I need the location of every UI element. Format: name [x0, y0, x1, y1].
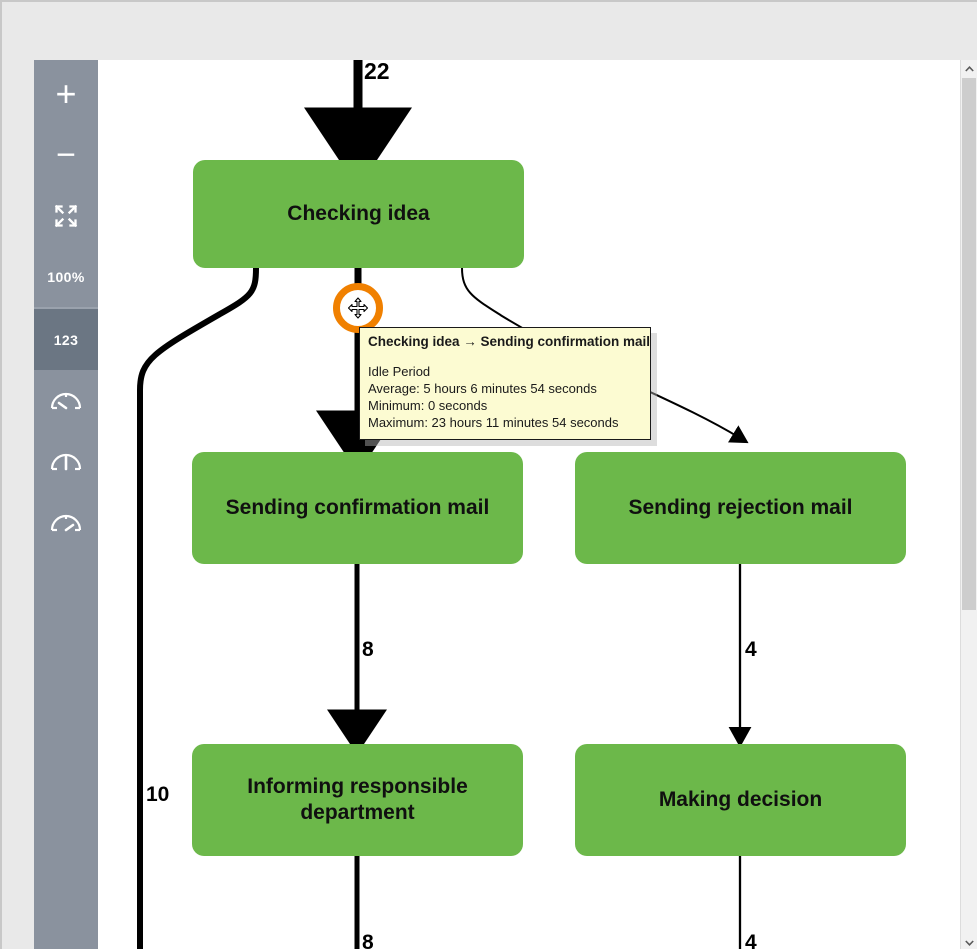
edge-metrics-tooltip: Checking idea → Sending confirmation mai… — [359, 327, 651, 440]
tooltip-maximum: Maximum: 23 hours 11 minutes 54 seconds — [368, 415, 619, 431]
edge-drag-handle[interactable] — [333, 283, 383, 333]
plus-icon: + — [55, 72, 77, 114]
chevron-up-icon — [964, 65, 974, 72]
scrollbar-thumb[interactable] — [962, 78, 976, 610]
node-label: Informing responsible department — [247, 774, 468, 824]
toolbar-divider — [34, 307, 98, 309]
scroll-up-arrow-icon[interactable] — [961, 60, 977, 77]
tooltip-average: Average: 5 hours 6 minutes 54 seconds — [368, 381, 597, 397]
node-label: Checking idea — [287, 201, 430, 225]
node-label: Sending confirmation mail — [225, 495, 490, 519]
node-label: Making decision — [658, 787, 823, 811]
gauge-right-icon — [50, 514, 82, 531]
zoom-level-button[interactable]: 100% — [34, 246, 98, 307]
zoom-in-button[interactable]: + — [34, 63, 98, 124]
canvas-toolbar: + − 100% 123 — [34, 60, 98, 949]
zoom-out-button[interactable]: − — [34, 124, 98, 185]
gauge-up-icon — [50, 453, 82, 470]
edge-label-making-decision-outgoing: 4 — [745, 931, 757, 949]
edge-label-start-to-checking-idea: 22 — [364, 60, 390, 84]
scroll-down-arrow-icon[interactable] — [961, 934, 977, 949]
node-sending-confirmation-mail[interactable]: Sending confirmation mail — [192, 452, 523, 564]
numbers-123-icon: 123 — [53, 331, 79, 348]
node-sending-rejection-mail[interactable]: Sending rejection mail — [575, 452, 906, 564]
chevron-down-icon — [964, 939, 974, 946]
metric-frequency-button[interactable]: 123 — [34, 309, 98, 370]
move-cursor-icon — [347, 297, 369, 319]
diagram-canvas[interactable]: Checking idea Sending confirmation mail … — [34, 60, 963, 949]
edge-label-confirmation-to-informing: 8 — [362, 638, 374, 661]
node-label: Sending rejection mail — [628, 495, 853, 519]
metric-gauge-mid-button[interactable] — [34, 431, 98, 492]
zoom-percent-label: 100% — [47, 268, 85, 285]
node-informing-responsible-department[interactable]: Informing responsible department — [192, 744, 523, 856]
fit-to-screen-button[interactable] — [34, 185, 98, 246]
edge-label-informing-outgoing: 8 — [362, 931, 374, 949]
tooltip-metric-name: Idle Period — [368, 364, 431, 379]
node-making-decision[interactable]: Making decision — [575, 744, 906, 856]
gauge-left-icon — [50, 392, 82, 409]
vertical-scrollbar[interactable] — [960, 60, 977, 949]
node-checking-idea[interactable]: Checking idea — [193, 160, 524, 268]
edge-label-rejection-to-making-decision: 4 — [745, 638, 757, 661]
metric-gauge-low-button[interactable] — [34, 370, 98, 431]
fit-screen-icon — [54, 204, 78, 227]
minus-icon: − — [56, 135, 76, 174]
tooltip-title: Checking idea → Sending confirmation mai… — [368, 334, 651, 349]
tooltip-minimum: Minimum: 0 seconds — [368, 398, 488, 414]
edge-label-checking-idea-to-far-left: 10 — [146, 783, 170, 806]
metric-gauge-high-button[interactable] — [34, 492, 98, 553]
